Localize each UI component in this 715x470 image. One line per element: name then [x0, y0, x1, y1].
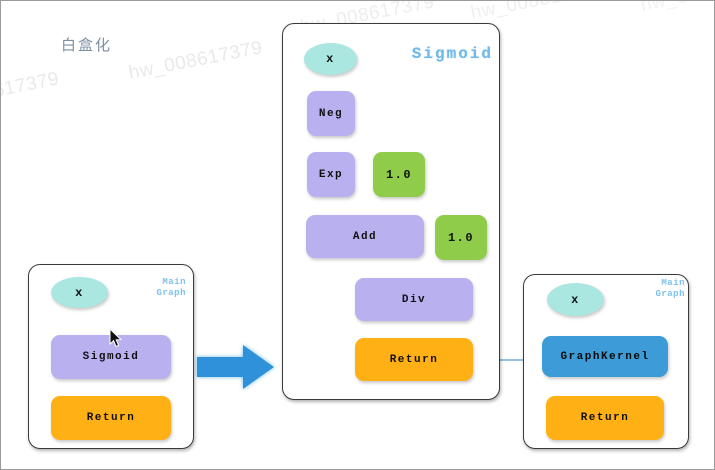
panel-label-sigmoid: Sigmoid	[411, 45, 493, 63]
node-graphkernel[interactable]: GraphKernel	[542, 336, 668, 377]
watermark: hw_008617379	[639, 1, 714, 17]
node-neg[interactable]: Neg	[307, 91, 355, 136]
node-x-center[interactable]: x	[304, 43, 357, 75]
mouse-pointer-icon	[109, 328, 123, 348]
node-return-right[interactable]: Return	[546, 396, 664, 440]
node-const-one-a[interactable]: 1.0	[373, 152, 425, 197]
node-return-center[interactable]: Return	[355, 338, 473, 381]
node-return-left[interactable]: Return	[51, 396, 171, 440]
panel-label-main-graph-after: Main Graph	[655, 278, 685, 299]
node-add[interactable]: Add	[306, 215, 424, 258]
node-exp[interactable]: Exp	[307, 152, 355, 197]
watermark: 8617379	[0, 68, 61, 104]
watermark: hw_008617379	[126, 37, 265, 84]
panel-sigmoid-expanded[interactable]	[282, 23, 500, 400]
node-x-left[interactable]: x	[51, 277, 108, 308]
watermark: hw_008617379	[468, 0, 607, 24]
node-div[interactable]: Div	[355, 278, 473, 321]
node-const-one-b[interactable]: 1.0	[435, 215, 487, 260]
node-x-right[interactable]: x	[547, 283, 604, 316]
panel-label-main-graph-before: Main Graph	[156, 277, 186, 298]
transform-arrow-icon	[197, 345, 274, 389]
page-title: 白盒化	[61, 36, 113, 54]
